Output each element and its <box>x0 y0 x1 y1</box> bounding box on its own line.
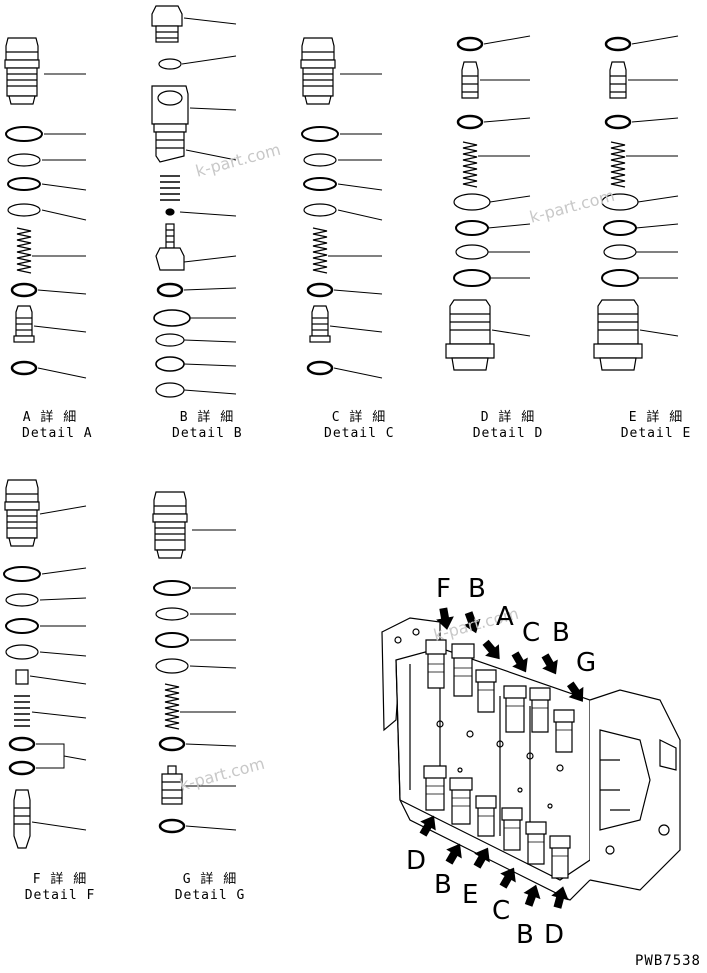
detail-a-caption: A 詳 細 Detail A <box>22 410 93 442</box>
detail-f-caption: F 詳 細 Detail F <box>24 872 96 904</box>
callout-bottom-d2: D <box>544 920 565 950</box>
callout-bottom-c: C <box>492 896 511 926</box>
callout-top-b: B <box>468 574 486 604</box>
detail-e-title-en: Detail E <box>620 426 692 441</box>
detail-g-caption: G 詳 細 Detail G <box>174 872 246 904</box>
callout-top-g: G <box>576 648 597 678</box>
detail-g-title-en: Detail G <box>174 888 246 903</box>
detail-b-parts <box>151 5 237 398</box>
callout-top-f: F <box>436 574 451 604</box>
detail-d-title-en: Detail D <box>472 426 544 441</box>
detail-e-title-jp: E 詳 細 <box>628 410 684 425</box>
callout-top-b2: B <box>552 618 570 648</box>
drawing-code: PWB7538 <box>634 953 701 969</box>
detail-a-title-en: Detail A <box>22 426 93 441</box>
callout-bottom-d: D <box>406 846 427 876</box>
detail-c-title-jp: C 詳 細 <box>331 410 387 425</box>
detail-b-caption: B 詳 細 Detail B <box>172 410 242 442</box>
detail-b-title-jp: B 詳 細 <box>179 410 235 425</box>
detail-g-title-jp: G 詳 細 <box>182 872 238 887</box>
detail-f-title-jp: F 詳 細 <box>32 872 88 887</box>
callout-bottom-e: E <box>462 880 479 910</box>
detail-c-caption: C 詳 細 Detail C <box>324 410 394 442</box>
detail-c-parts <box>300 37 383 379</box>
detail-a-parts <box>4 37 87 379</box>
detail-d-caption: D 詳 細 Detail D <box>472 410 544 442</box>
callout-bottom-b: B <box>434 870 452 900</box>
detail-e-parts <box>593 35 679 371</box>
callout-top-c: C <box>522 618 541 648</box>
detail-f-parts <box>3 479 87 849</box>
callout-top-a: A <box>496 602 514 632</box>
detail-a-title-jp: A 詳 細 <box>22 410 78 425</box>
detail-d-parts <box>445 35 531 371</box>
callout-bottom-b2: B <box>516 920 534 950</box>
detail-e-caption: E 詳 細 Detail E <box>620 410 692 442</box>
control-valve-assembly <box>381 607 681 909</box>
detail-g-parts <box>152 491 237 834</box>
detail-b-title-en: Detail B <box>172 426 243 441</box>
detail-f-title-en: Detail F <box>24 888 96 903</box>
detail-c-title-en: Detail C <box>324 426 395 441</box>
detail-d-title-jp: D 詳 細 <box>480 410 536 425</box>
